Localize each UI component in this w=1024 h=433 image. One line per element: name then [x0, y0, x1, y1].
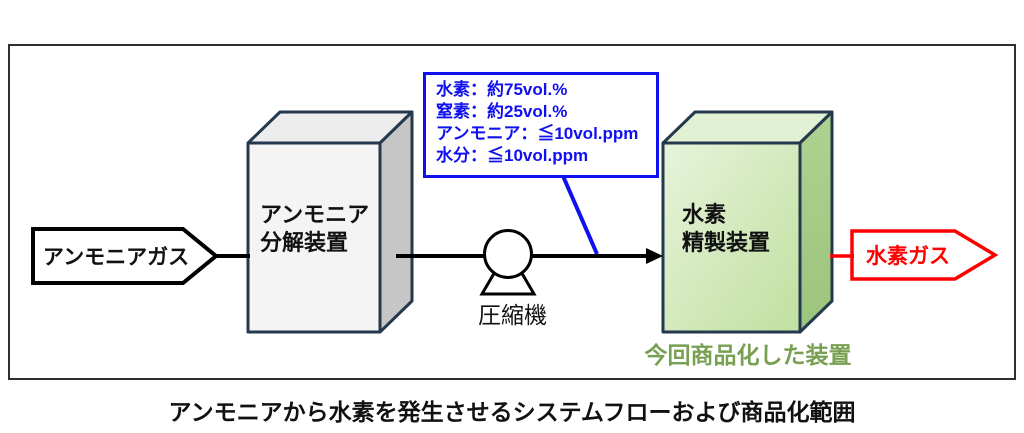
ammonia-gas-arrow-shape — [31, 227, 220, 285]
callout-line-nitrogen: 窒素：約25vol.% — [436, 102, 568, 121]
commercialized-note: 今回商品化した装置 — [644, 342, 852, 368]
ammonia-gas-label: アンモニアガス — [42, 246, 190, 269]
purification-box-front-face — [661, 141, 802, 334]
decomposition-box-side-face — [378, 110, 414, 334]
hydrogen-gas-arrow-shape — [850, 229, 999, 281]
decomposition-unit-label-line2: 分解装置 — [260, 230, 349, 255]
purification-unit-label-line1: 水素 — [682, 202, 727, 227]
figure-caption: アンモニアから水素を発生させるシステムフローおよび商品化範囲 — [168, 399, 856, 425]
compressor-circle-shape — [483, 229, 533, 279]
flow-arrowhead — [646, 248, 663, 264]
decomposition-unit-label-line1: アンモニア — [260, 202, 370, 227]
hydrogen-gas-label: 水素ガス — [866, 245, 950, 268]
purification-box-side-face — [798, 110, 834, 334]
purification-unit-label-line2: 精製装置 — [682, 230, 771, 255]
compressor-label: 圧縮機 — [478, 302, 547, 328]
purification-unit-label: 水素 精製装置 — [682, 201, 770, 257]
gas-composition-callout: 水素：約75vol.% 窒素：約25vol.% アンモニア：≦10vol.ppm… — [423, 72, 659, 178]
callout-leader-line — [561, 175, 599, 255]
callout-line-hydrogen: 水素：約75vol.% — [436, 80, 568, 99]
callout-line-ammonia: アンモニア：≦10vol.ppm — [436, 124, 639, 143]
decomposition-box-front-face — [246, 141, 382, 334]
decomposition-unit-label: アンモニア 分解装置 — [260, 201, 369, 257]
callout-line-moisture: 水分：≦10vol.ppm — [436, 146, 589, 165]
